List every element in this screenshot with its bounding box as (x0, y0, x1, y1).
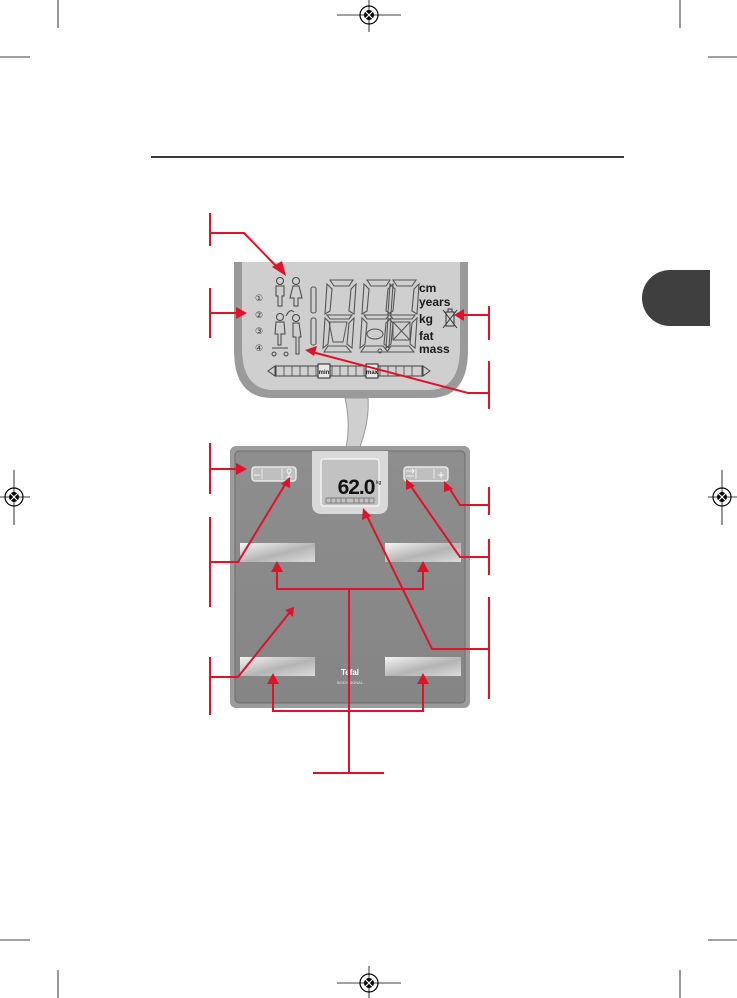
unit-cm: cm (419, 281, 436, 295)
set-icon[interactable] (406, 468, 415, 477)
registration-mark-right (708, 470, 737, 525)
profile-number-2: ② (255, 311, 263, 321)
scale-display (312, 451, 388, 514)
scale-weight-reading: 62.0 (338, 476, 375, 499)
right-button-panel (403, 466, 449, 482)
bar-min-label: min (319, 370, 330, 376)
lcd-display-zoom: ① ② ③ ④ (234, 262, 468, 491)
unit-years: years (419, 295, 451, 309)
registration-mark-bottom (337, 966, 401, 998)
registration-mark-left (0, 470, 30, 525)
low-battery-icon (442, 308, 458, 329)
language-thumb-tab (642, 270, 710, 326)
unit-kg: kg (419, 312, 433, 326)
activity-level-icons (271, 310, 302, 357)
electrode-pad-top-left (240, 543, 315, 562)
unit-mass: mass (419, 342, 450, 356)
profile-number-3: ③ (255, 327, 263, 337)
electrode-pad-bottom-right (385, 657, 461, 676)
minus-button[interactable]: – (254, 469, 261, 481)
model-name: BODYSIGNAL (337, 680, 364, 685)
memory-icon (286, 468, 292, 478)
electrode-pad-bottom-left (240, 657, 315, 676)
unit-fat: fat (419, 329, 434, 343)
callout-lines (209, 213, 490, 774)
left-button-panel (251, 466, 297, 482)
electrode-pad-top-right (385, 543, 461, 562)
scale-weight-unit: kg (376, 480, 382, 486)
plus-button[interactable]: + (437, 468, 444, 482)
lcd-bar-graph: min max (267, 363, 431, 379)
profile-number-1: ① (255, 294, 263, 304)
bar-max-label: max (366, 370, 379, 376)
profile-number-4: ④ (255, 344, 263, 354)
gender-icons (275, 277, 303, 307)
bathroom-scale: – + 62.0 kg (230, 446, 470, 708)
registration-mark-top (337, 0, 401, 32)
lcd-digits (310, 279, 420, 354)
